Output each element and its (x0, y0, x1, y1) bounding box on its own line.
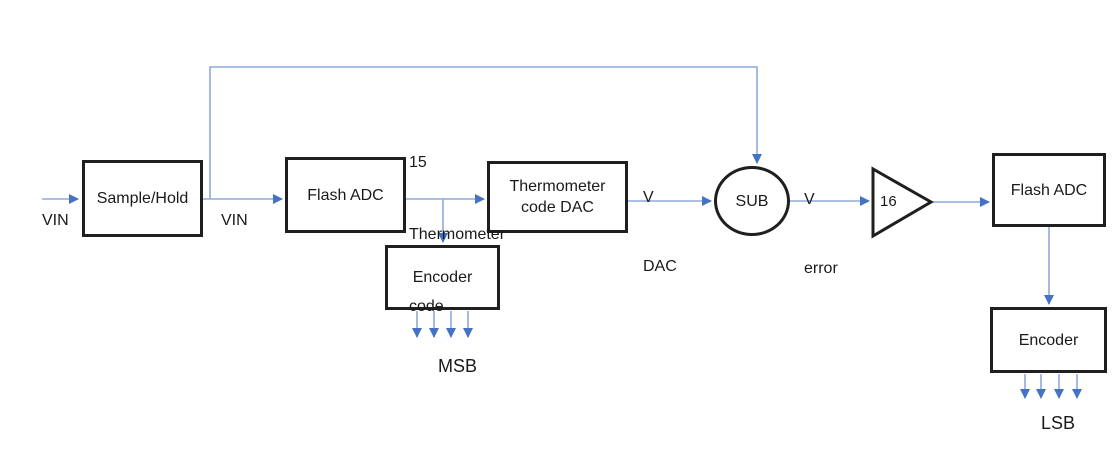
encoder-1-block: Encoder (385, 245, 500, 310)
thermometer-code-annotation-line2: Thermometer (409, 226, 506, 243)
v-dac-annotation-line2: DAC (643, 258, 677, 275)
flash-adc-2-block: Flash ADC (992, 153, 1106, 227)
encoder-2-label: Encoder (1018, 331, 1079, 349)
flash-adc-1-block: Flash ADC (285, 157, 406, 233)
v-error-annotation-line2: error (804, 260, 838, 277)
gain-amp-triangle (871, 166, 934, 239)
v-dac-annotation: V DAC (643, 140, 677, 324)
thermometer-dac-label-line2: code DAC (521, 199, 594, 216)
thermometer-code-annotation-line3: code (409, 298, 444, 315)
subtractor-block: SUB (714, 166, 790, 236)
v-dac-annotation-line1: V (643, 189, 654, 206)
thermometer-code-annotation-line1: 15 (409, 154, 427, 171)
gain-amp-label: 16 (880, 193, 897, 210)
lsb-label: LSB (1041, 413, 1076, 433)
wire-feedback-vin-to-sub (209, 66, 762, 199)
subtractor-label: SUB (735, 192, 769, 210)
vin-held-label: VIN (221, 212, 248, 229)
v-error-annotation-line1: V (804, 191, 815, 208)
msb-label: MSB (438, 356, 478, 376)
vin-input-label: VIN (42, 212, 69, 229)
encoder-1-label: Encoder (412, 269, 473, 286)
encoder-2-block: Encoder (990, 307, 1107, 373)
v-error-annotation: V error (804, 142, 838, 326)
sample-hold-block: Sample/Hold (82, 160, 203, 237)
sample-hold-label: Sample/Hold (96, 190, 189, 207)
thermometer-code-dac-block: Thermometer code DAC (487, 161, 628, 233)
flash-adc-1-label: Flash ADC (307, 186, 384, 204)
thermometer-code-annotation: 15 Thermometer code (409, 103, 505, 367)
flash-adc-2-label: Flash ADC (1010, 181, 1088, 199)
thermometer-dac-label-line1: Thermometer (509, 178, 606, 195)
